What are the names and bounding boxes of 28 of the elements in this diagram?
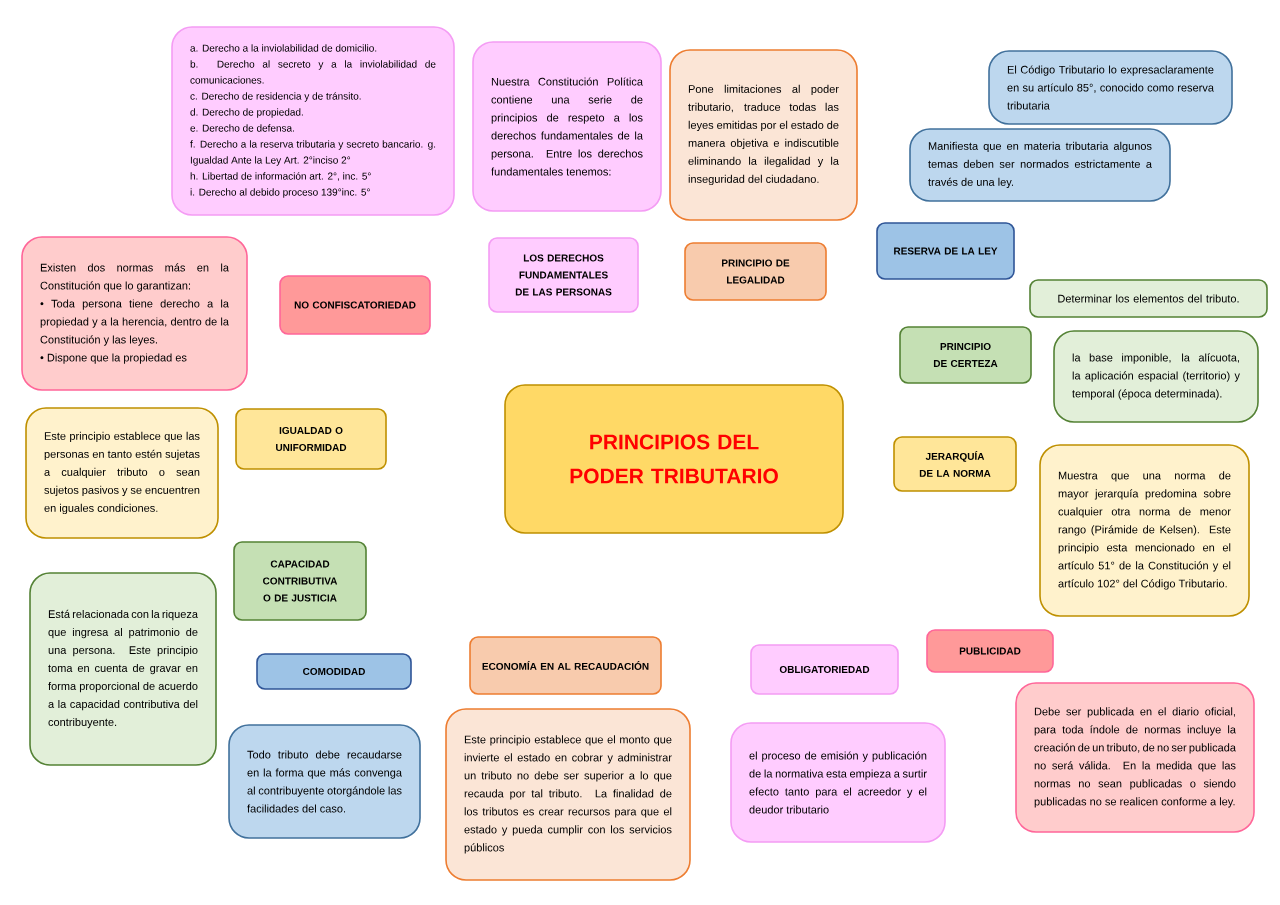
text-box: Nuestra Constitución Política contiene una serie de principios de respeto a los derechos fundamentales de la persona. Entre los derechos fundamentales tenemos:: [472, 41, 662, 212]
concept-box: IGUALDAD O UNIFORMIDAD: [235, 408, 387, 470]
text-box: el proceso de emisión y publicación de la normativa esta empieza a surtir efecto tanto para el acreedor y el deudor tributario: [730, 722, 946, 843]
concept-box: PRINCIPIO DE CERTEZA: [899, 326, 1032, 384]
central-topic-box: PRINCIPIOS DEL PODER TRIBUTARIO: [504, 384, 844, 534]
concept-box: CAPACIDAD CONTRIBUTIVA O DE JUSTICIA: [233, 541, 367, 621]
concept-box: PRINCIPIO DE LEGALIDAD: [684, 242, 827, 301]
concept-box: OBLIGATORIEDAD: [750, 644, 899, 695]
text-box: Todo tributo debe recaudarse en la forma que más convenga al contribuyente otorgándole las facilidades del caso.: [228, 724, 421, 839]
concept-box: COMODIDAD: [256, 653, 412, 690]
text-box: Pone limitaciones al poder tributario, traduce todas las leyes emitidas por el estado de manera objetiva e indiscutible eliminando la ilegalidad y la inseguridad del ciudadano.: [669, 49, 858, 221]
text-box: Este principio establece que el monto que invierte el estado en cobrar y administrar un tributo no debe ser superior a lo que recauda por tal tributo. La finalidad de los tributos es crear recursos para que el estado y pueda cumplir con los servicios públicos: [445, 708, 691, 881]
concept-box: LOS DERECHOS FUNDAMENTALES DE LAS PERSONAS: [488, 237, 639, 313]
text-box: a. Derecho a la inviolabilidad de domicilio. b. Derecho al secreto y a la inviolabilidad de comunicaciones. c. Derecho de residencia y de tránsito. d. Derecho de propiedad. e. Derecho de defensa. f. Derecho a la reserva tributaria y secreto bancario. g. Igualdad Ante la Ley Art. 2°inciso 2° h. Libertad de información art. 2°, inc. 5° i. Derecho al debido proceso 139°inc. 5°: [171, 26, 455, 216]
text-box: Determinar los elementos del tributo.: [1029, 279, 1268, 318]
concept-box: RESERVA DE LA LEY: [876, 222, 1015, 280]
concept-box: JERARQUÍA DE LA NORMA: [893, 436, 1017, 492]
text-box: Muestra que una norma de mayor jerarquía predomina sobre cualquier otra norma de menor rango (Pirámide de Kelsen). Este principio esta mencionado en el artículo 51° de la Constitución y el artículo 102° del Código Tributario.: [1039, 444, 1250, 617]
text-box: Este principio establece que las personas en tanto estén sujetas a cualquier tributo o sean sujetos pasivos y se encuentren en iguales condiciones.: [25, 407, 219, 539]
text-box: El Código Tributario lo expresaclaramente en su artículo 85°, conocido como reserva tributaria: [988, 50, 1233, 125]
text-box: Está relacionada con la riqueza que ingresa al patrimonio de una persona. Este principio toma en cuenta de gravar en forma proporcional de acuerdo a la capacidad contributiva del contribuyente.: [29, 572, 217, 766]
text-box: Manifiesta que en materia tributaria algunos temas deben ser normados estrictamente a través de una ley.: [909, 128, 1171, 202]
text-box: la base imponible, la alícuota, la aplicación espacial (territorio) y temporal (época determinada).: [1053, 330, 1259, 423]
text-box: Existen dos normas más en la Constitución que lo garantizan: • Toda persona tiene derecho a la propiedad y a la herencia, dentro de la Constitución y las leyes. • Dispone que la propiedad es: [21, 236, 248, 391]
concept-box: PUBLICIDAD: [926, 629, 1054, 673]
concept-box: NO CONFISCATORIEDAD: [279, 275, 431, 335]
concept-box: ECONOMÍA EN AL RECAUDACIÓN: [469, 636, 662, 695]
text-box: Debe ser publicada en el diario oficial, para toda índole de normas incluye la creación de un tributo, de no ser publicada no será válida. En la medida que las normas no sean publicadas o siendo publicadas no se realicen conforme a ley.: [1015, 682, 1255, 833]
